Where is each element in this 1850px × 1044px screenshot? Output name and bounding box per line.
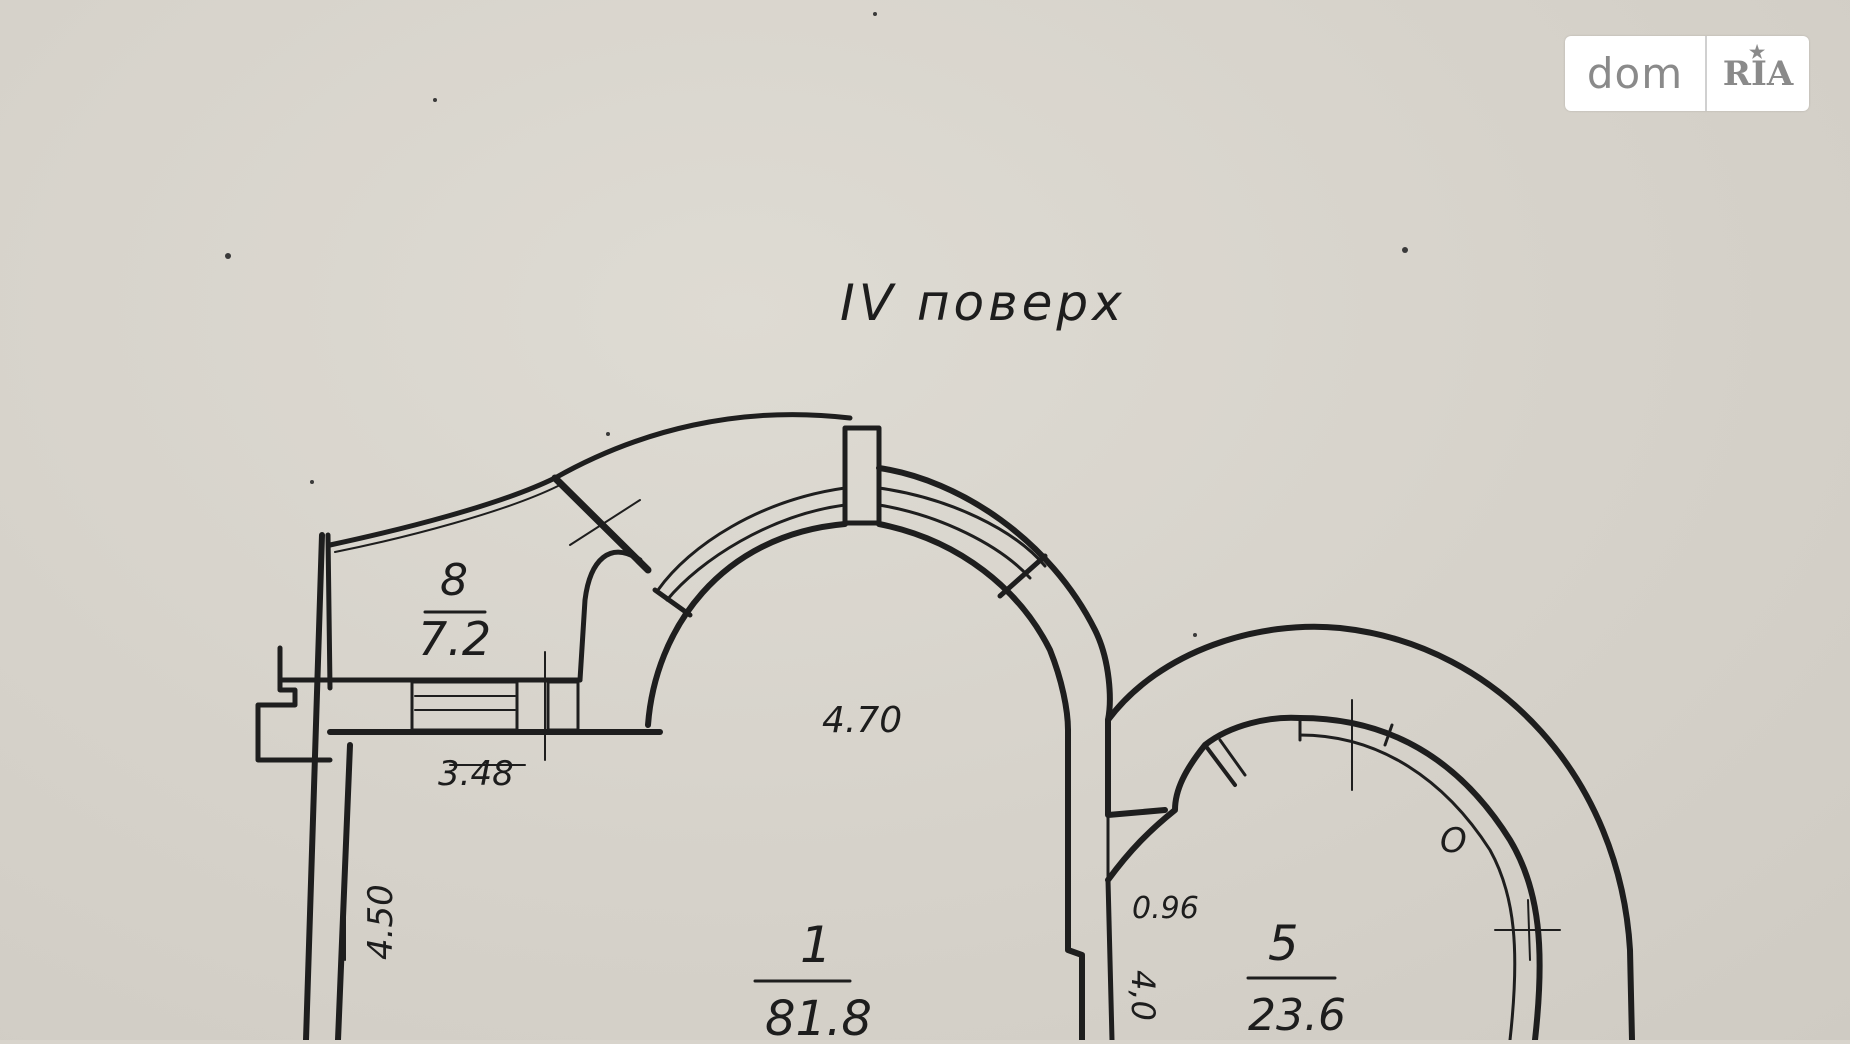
wall-hall-east <box>1065 727 1085 1043</box>
logo-ria-text: ★ RIA <box>1707 42 1809 94</box>
logo-ria-label: RIA <box>1722 53 1794 94</box>
dimension-470: 4.70 <box>822 700 902 741</box>
wall-hall-outer-arc <box>552 412 853 481</box>
window-room8 <box>410 680 519 732</box>
wall-room5-inner <box>1105 714 1303 883</box>
dimension-side: 4,0 <box>1124 970 1162 1021</box>
room-1-area: 81.8 <box>765 991 872 1040</box>
logo-divider <box>1705 36 1707 111</box>
wall-room8-arc <box>327 475 558 548</box>
room-1-number: 1 <box>800 916 832 974</box>
dimension-096: 0.96 <box>1132 891 1199 926</box>
star-icon: ★ <box>1749 41 1766 63</box>
wall-room8-west <box>325 532 333 691</box>
wall-room5-outer <box>1105 623 1635 1043</box>
logo-dom-text: dom <box>1586 49 1684 98</box>
room-5-area: 23.6 <box>1248 990 1346 1040</box>
column-top <box>842 425 882 526</box>
room-8-number: 8 <box>440 555 468 606</box>
wall-left-outer <box>303 532 325 1043</box>
room-8-area: 7.2 <box>418 612 491 666</box>
dimension-450: 4.50 <box>361 884 401 960</box>
room-5-number: 5 <box>1268 916 1299 972</box>
floor-title: IV поверх <box>840 274 1126 332</box>
dimension-348: 3.48 <box>438 754 514 794</box>
arch-hall-inner <box>645 521 848 728</box>
fixture-mark: O <box>1440 821 1467 861</box>
domria-watermark-logo: dom ★ RIA <box>1565 36 1809 111</box>
